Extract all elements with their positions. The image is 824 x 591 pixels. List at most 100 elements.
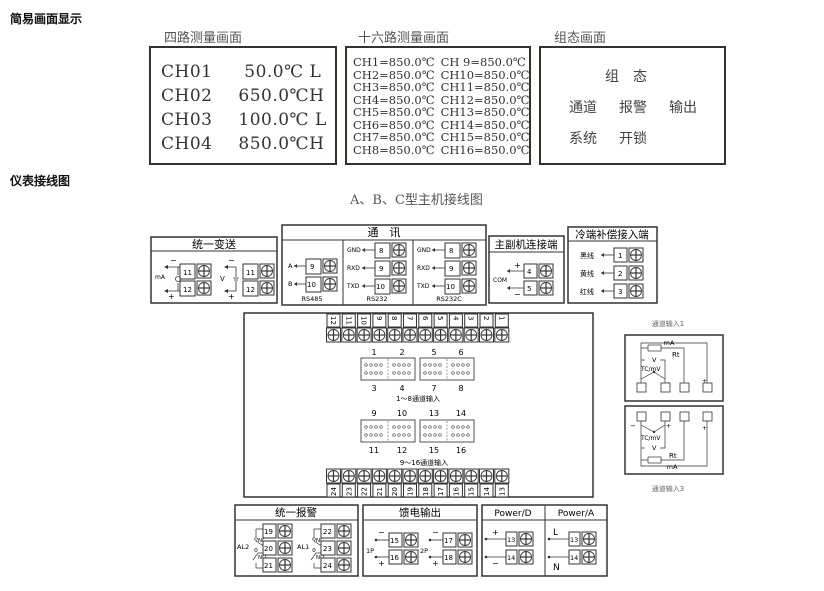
terminal-number: 18 bbox=[422, 487, 430, 496]
master-slave-terminal-4: 4 bbox=[527, 268, 532, 276]
group2-label-15: 15 bbox=[429, 446, 439, 455]
terminal-18: 18 bbox=[417, 468, 433, 498]
transmit-v-label: V bbox=[220, 275, 225, 283]
feed-1p-plus: + bbox=[378, 559, 385, 568]
terminal-number: 5 bbox=[436, 316, 444, 320]
terminal-17: 17 bbox=[433, 468, 449, 498]
group2-label-10: 10 bbox=[397, 409, 407, 418]
terminal-15: 15 bbox=[463, 468, 479, 498]
screw-terminal-icon bbox=[402, 468, 418, 484]
terminal-7: 7 bbox=[402, 313, 418, 343]
four-channel-row: CH04 850.0℃H bbox=[161, 132, 327, 156]
terminal-number: 11 bbox=[344, 316, 352, 325]
terminal-number: 10 bbox=[360, 316, 368, 325]
terminal-10: 10 bbox=[356, 313, 372, 343]
com-label: COM bbox=[493, 277, 507, 284]
power-d-terminal-14: 14 bbox=[507, 554, 515, 562]
terminal-number: 4 bbox=[451, 316, 459, 321]
master-slave-terminal-5: 5 bbox=[527, 285, 531, 293]
chip-9-12-icon bbox=[360, 419, 416, 443]
comm-title: 通 讯 bbox=[368, 226, 401, 239]
cold-terminal-1: 1 bbox=[618, 252, 622, 260]
terminal-number: 21 bbox=[376, 487, 384, 496]
rs232c-label: RS232C bbox=[436, 295, 462, 303]
group1-label-5: 5 bbox=[431, 348, 436, 357]
four-channel-row: CH03 100.0℃ L bbox=[161, 108, 327, 132]
power-a-title: Power/A bbox=[558, 509, 595, 519]
wire-red: 红线 bbox=[580, 287, 594, 296]
terminal-21: 21 bbox=[371, 468, 387, 498]
transmit-v-minus: − bbox=[228, 256, 235, 265]
channel-flag: H bbox=[309, 134, 325, 154]
channel-value: 650.0℃ bbox=[232, 86, 310, 106]
input1-ma: mA bbox=[664, 339, 675, 347]
terminal-number: 6 bbox=[421, 316, 429, 321]
terminal-14: 14 bbox=[478, 468, 495, 498]
group1-label-6: 6 bbox=[458, 348, 463, 357]
config-title: 组 态 bbox=[605, 69, 647, 85]
group1-label-2: 2 bbox=[399, 348, 404, 357]
screw-terminal-icon bbox=[325, 327, 342, 343]
channel-flag: L bbox=[309, 110, 327, 130]
wire-yellow: 黄线 bbox=[580, 269, 594, 278]
group1-label-8: 8 bbox=[458, 384, 463, 393]
rs232-gnd: GND bbox=[347, 247, 361, 254]
terminal-3: 3 bbox=[463, 313, 479, 343]
channel-right: CH11=850.0℃ bbox=[440, 80, 530, 94]
rs232c-rxd: RXD bbox=[417, 265, 430, 272]
channel-id: CH02 bbox=[161, 86, 213, 106]
rs232c-txd: TXD bbox=[416, 283, 430, 290]
screw-terminal-icon bbox=[478, 327, 495, 343]
group2-label-16: 16 bbox=[456, 446, 466, 455]
rs485-terminal-10: 10 bbox=[307, 281, 316, 289]
channel-value: 100.0℃ bbox=[232, 110, 310, 130]
feed-2p-plus: + bbox=[432, 559, 439, 568]
terminal-number: 3 bbox=[467, 316, 475, 320]
channel-left: CH5=850.0℃ bbox=[353, 105, 435, 119]
channel-right: CH16=850.0℃ bbox=[440, 142, 530, 157]
sixteen-channel-caption: 十六路测量画面 bbox=[358, 31, 450, 46]
screw-terminal-icon bbox=[325, 468, 342, 484]
al2-terminal-20: 20 bbox=[264, 545, 273, 553]
channel-value: 50.0℃ bbox=[232, 62, 304, 82]
al1-label: AL1 bbox=[297, 543, 309, 551]
terminal-number: 14 bbox=[483, 487, 491, 496]
terminal-number: 12 bbox=[329, 316, 337, 325]
channel-right: CH 9=850.0℃ bbox=[440, 55, 526, 69]
alarm-box: 统一报警 AL2 NC NO 19 20 21 AL1 NC NO 22 23 … bbox=[234, 504, 359, 577]
feed-output-title: 馈电输出 bbox=[399, 506, 441, 519]
transmit-v-terminal-11: 11 bbox=[246, 269, 255, 277]
input3-minus: − bbox=[630, 422, 636, 430]
channel-left: CH6=850.0℃ bbox=[353, 117, 435, 132]
screw-terminal-icon bbox=[387, 327, 403, 343]
rs232-rxd: RXD bbox=[347, 265, 360, 272]
terminal-number: 17 bbox=[437, 487, 445, 496]
feed-terminal-18: 18 bbox=[444, 554, 453, 562]
terminal-number: 2 bbox=[482, 316, 490, 320]
feed-output-box: 馈电输出 1P 2P − + − + 15 16 17 18 bbox=[362, 504, 478, 577]
al1-terminal-24: 24 bbox=[323, 562, 332, 570]
master-slave-title: 主副机连接端 bbox=[495, 238, 558, 251]
terminal-number: 20 bbox=[391, 487, 399, 496]
terminal-number: 16 bbox=[452, 487, 460, 496]
chip-13-16-icon bbox=[419, 419, 475, 443]
group1-caption: 1～8通道输入 bbox=[396, 394, 440, 403]
rs232c-terminal-8: 8 bbox=[449, 247, 453, 255]
transmit-ma-label: mA bbox=[155, 274, 166, 281]
group2-label-11: 11 bbox=[369, 446, 379, 455]
chip-5-8-icon bbox=[419, 357, 475, 381]
al1-terminal-22: 22 bbox=[323, 528, 332, 536]
terminal-8: 8 bbox=[387, 313, 403, 343]
transmit-ma-terminal-12: 12 bbox=[183, 286, 192, 294]
feed-terminal-15: 15 bbox=[390, 537, 399, 545]
channel-left: CH3=850.0℃ bbox=[353, 80, 435, 94]
channel-id: CH01 bbox=[161, 62, 213, 82]
terminal-24: 24 bbox=[325, 468, 342, 498]
screw-terminal-icon bbox=[417, 468, 433, 484]
